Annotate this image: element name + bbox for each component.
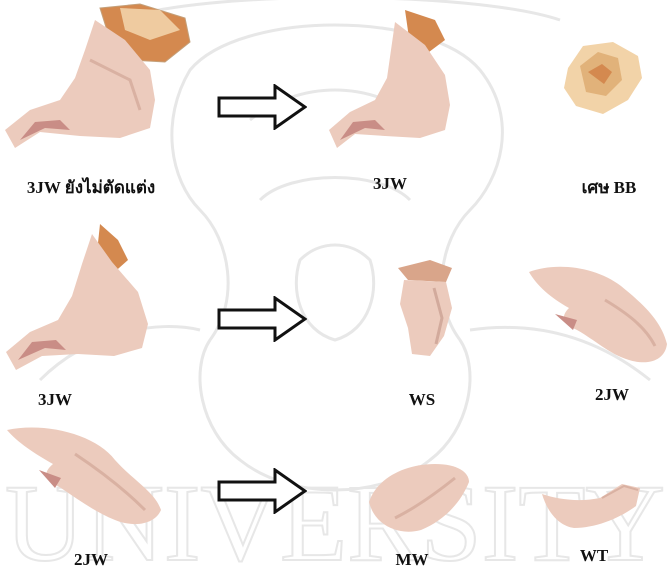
wing-ws-image: [390, 258, 460, 358]
caption-trim-bb: เศษ BB: [582, 174, 637, 201]
arrow-icon: [217, 296, 307, 342]
wing-wt-image: [540, 478, 645, 538]
caption-3jw-source: 3JW: [38, 390, 72, 410]
wing-3jw-untrimmed-image: [0, 0, 200, 160]
caption-3jw-untrimmed: 3JW ยังไม่ตัดแต่ง: [27, 174, 155, 201]
wing-3jw-source-image: [0, 220, 170, 380]
wing-3jw-trimmed-image: [325, 0, 475, 160]
wing-2jw-source-image: [5, 420, 165, 530]
arrow-icon: [217, 84, 307, 130]
trim-bb-image: [558, 38, 648, 118]
caption-ws: WS: [409, 390, 435, 410]
caption-3jw: 3JW: [373, 174, 407, 194]
caption-2jw-source: 2JW: [74, 550, 108, 570]
wing-mw-image: [365, 458, 475, 538]
caption-wt: WT: [580, 546, 608, 566]
arrow-icon: [217, 468, 307, 514]
caption-mw: MW: [395, 550, 428, 570]
wing-2jw-part-image: [525, 260, 670, 370]
caption-2jw: 2JW: [595, 385, 629, 405]
